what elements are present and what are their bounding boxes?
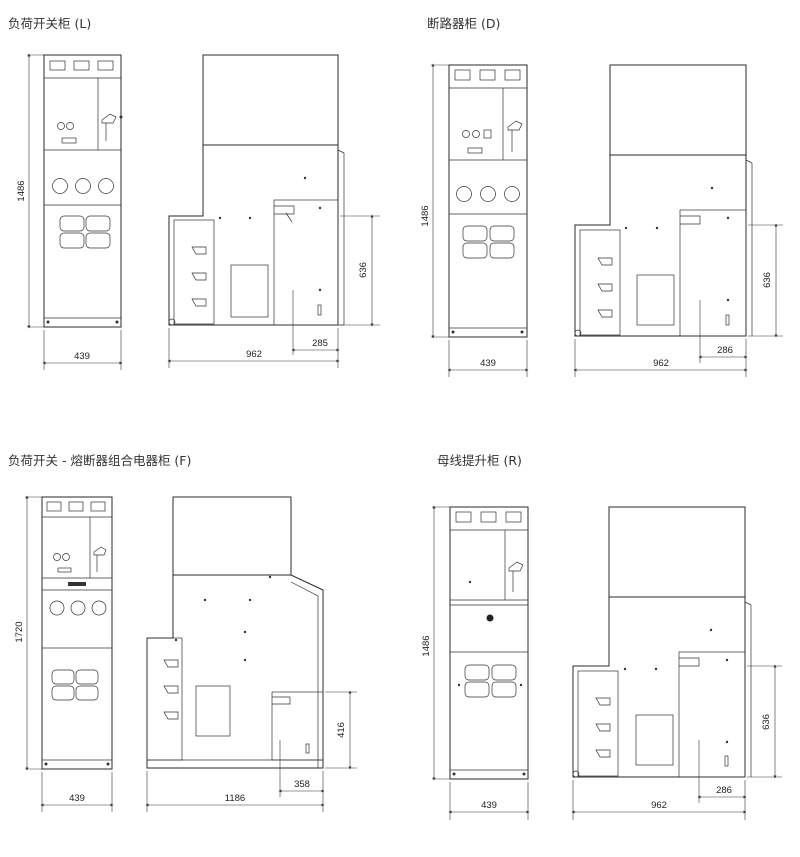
panel-R-side-view	[572, 506, 752, 778]
panel-R-title: 母线提升柜 (R)	[437, 453, 522, 468]
panel-L: 负荷开关柜 (L)	[8, 16, 380, 370]
panel-D-rear-height-label: 636	[762, 272, 773, 288]
panel-D-height-label: 1486	[420, 205, 431, 226]
panel-R-front-view	[449, 506, 529, 780]
panel-L-side-view	[168, 54, 345, 326]
panel-F-front-view	[41, 496, 113, 770]
panel-R-depth-label: 962	[651, 800, 667, 811]
panel-R: 母线提升柜 (R) 1486	[421, 453, 782, 820]
panel-R-rear-label: 286	[716, 785, 732, 796]
panel-D-side-view	[574, 64, 753, 337]
panel-D-depth-label: 962	[653, 358, 669, 369]
panel-F: 负荷开关 - 熔断器组合电器柜 (F)	[8, 453, 357, 812]
panel-R-width-label: 439	[481, 800, 497, 811]
panel-L-front-view	[43, 54, 123, 328]
panel-D-width-label: 439	[480, 358, 496, 369]
panel-D: 断路器柜 (D)	[420, 16, 783, 377]
panel-L-width-label: 439	[74, 351, 90, 362]
panel-R-height-label: 1486	[421, 635, 432, 656]
panel-L-depth-label: 962	[246, 349, 262, 360]
panel-L-height-label: 1486	[16, 180, 27, 201]
panel-F-width-label: 439	[69, 793, 85, 804]
panel-D-rear-label: 286	[717, 345, 733, 356]
panel-D-title: 断路器柜 (D)	[427, 16, 500, 31]
panel-R-rear-height-label: 636	[761, 714, 772, 730]
panel-L-rear-label: 285	[312, 338, 328, 349]
panel-F-rear-height-label: 416	[336, 722, 347, 738]
panel-F-side-view	[146, 496, 324, 769]
panel-F-title: 负荷开关 - 熔断器组合电器柜 (F)	[8, 453, 191, 468]
panel-D-front-view	[448, 64, 528, 338]
panel-L-rear-height-label: 636	[358, 262, 369, 278]
panel-F-depth-label: 1186	[225, 793, 245, 804]
panel-L-title: 负荷开关柜 (L)	[8, 16, 91, 31]
panel-F-height-label: 1720	[14, 621, 25, 642]
panel-F-rear-label: 358	[294, 779, 310, 790]
